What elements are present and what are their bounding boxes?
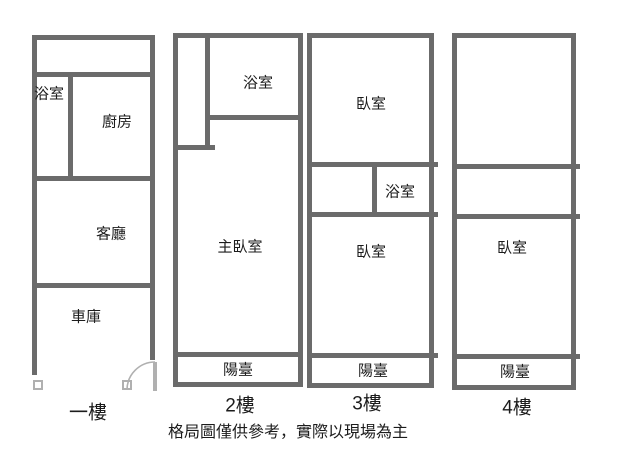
room-label-bedroom: 臥室 bbox=[496, 239, 528, 257]
wall bbox=[173, 145, 215, 150]
room-label-master-bedroom: 主臥室 bbox=[217, 238, 263, 256]
room-label-balcony: 陽臺 bbox=[499, 363, 531, 381]
floor-label-3: 3樓 bbox=[352, 393, 382, 415]
door-leaf bbox=[153, 362, 157, 391]
wall bbox=[571, 33, 576, 390]
wall bbox=[452, 33, 457, 390]
wall bbox=[307, 212, 438, 217]
wall bbox=[68, 72, 73, 181]
wall bbox=[452, 164, 580, 169]
wall bbox=[429, 33, 434, 388]
wall bbox=[173, 352, 303, 357]
room-label-living-room: 客廳 bbox=[95, 225, 127, 243]
wall bbox=[173, 382, 303, 387]
room-label-balcony: 陽臺 bbox=[222, 361, 254, 379]
room-label-bedroom-top: 臥室 bbox=[355, 95, 387, 113]
room-label-bathroom: 浴室 bbox=[384, 183, 416, 201]
wall bbox=[298, 33, 303, 387]
room-label-bathroom: 浴室 bbox=[33, 85, 65, 103]
wall bbox=[307, 33, 312, 388]
floor-label-4: 4樓 bbox=[502, 397, 532, 419]
wall bbox=[32, 35, 37, 375]
floor-label-2: 2樓 bbox=[225, 395, 255, 417]
room-label-kitchen: 廚房 bbox=[101, 113, 133, 131]
wall bbox=[452, 214, 580, 219]
wall bbox=[205, 33, 210, 150]
floor-label-1: 一樓 bbox=[68, 402, 108, 424]
wall bbox=[32, 35, 155, 40]
disclaimer-text: 格局圖僅供參考，實際以現場為主 bbox=[167, 424, 409, 441]
room-label-bathroom: 浴室 bbox=[242, 74, 274, 92]
wall bbox=[32, 176, 155, 181]
wall bbox=[173, 33, 178, 387]
wall bbox=[372, 162, 377, 217]
wall bbox=[150, 35, 155, 360]
wall bbox=[205, 115, 303, 120]
wall bbox=[32, 72, 155, 77]
room-label-bedroom-bottom: 臥室 bbox=[355, 243, 387, 261]
column-post bbox=[33, 380, 43, 390]
wall bbox=[307, 33, 434, 38]
wall bbox=[452, 354, 580, 359]
wall bbox=[32, 283, 155, 288]
door-swing-arc bbox=[126, 361, 156, 391]
room-label-garage: 車庫 bbox=[70, 308, 102, 326]
wall bbox=[452, 385, 576, 390]
wall bbox=[173, 33, 303, 38]
wall bbox=[452, 33, 576, 38]
wall bbox=[307, 353, 438, 358]
wall bbox=[307, 383, 434, 388]
room-label-balcony: 陽臺 bbox=[357, 362, 389, 380]
